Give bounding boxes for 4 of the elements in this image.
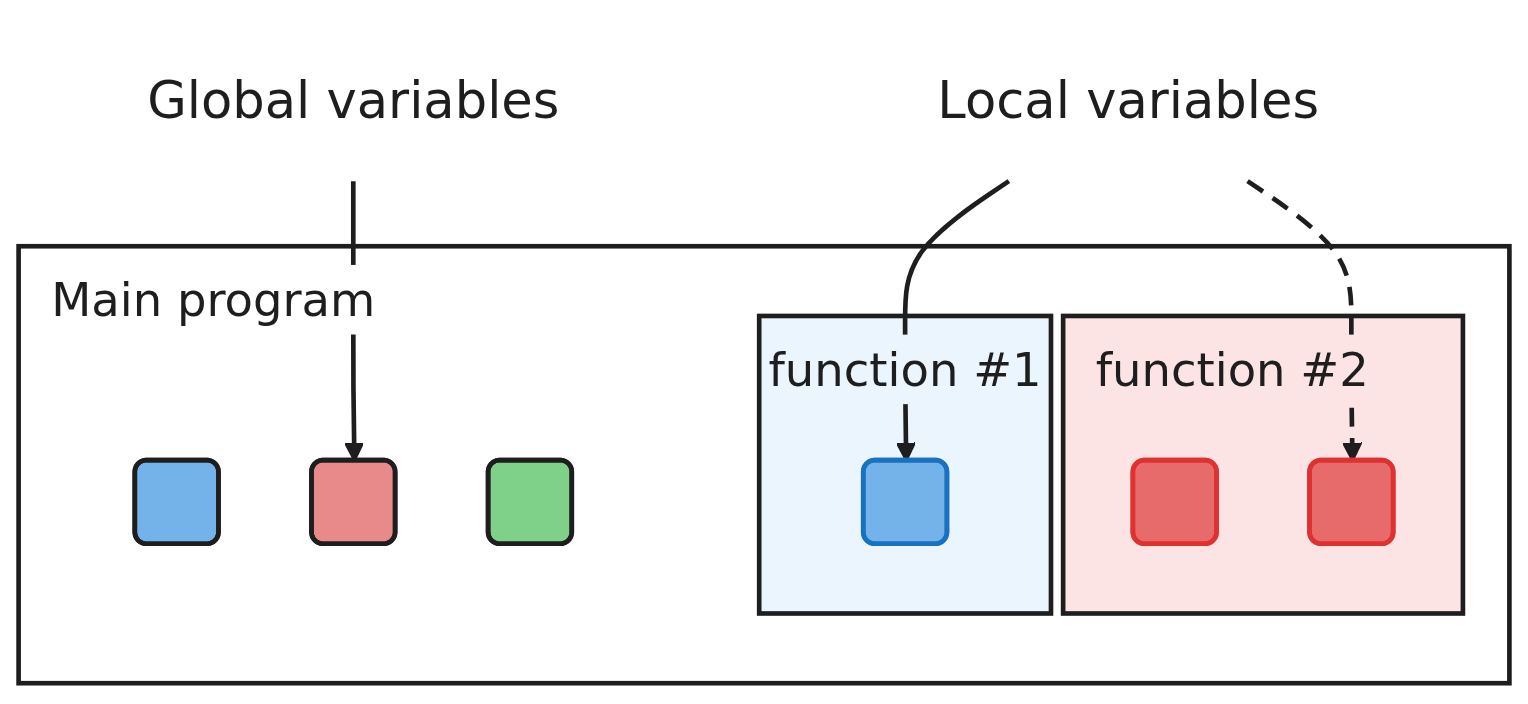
node-text: Local variables — [937, 71, 1320, 131]
cluster: function #1 — [756, 313, 1054, 616]
node-text: Global variables — [147, 71, 560, 131]
cluster: function #2 — [1060, 313, 1466, 616]
